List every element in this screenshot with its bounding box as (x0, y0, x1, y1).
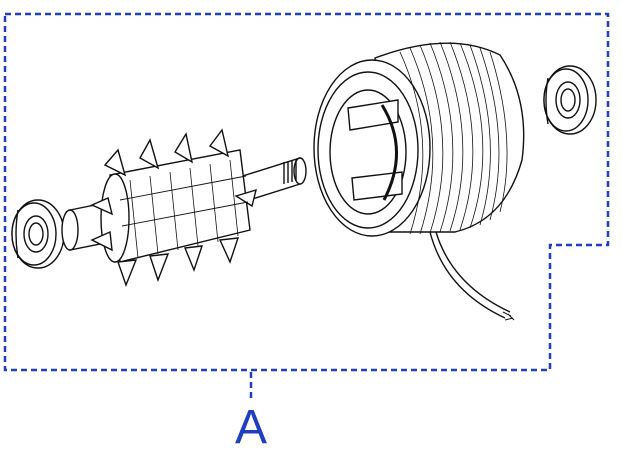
left-bearing-icon (11, 199, 65, 269)
lead-wires-icon (429, 231, 515, 321)
right-bearing-icon (543, 65, 597, 135)
callout-label: A (234, 401, 267, 454)
rotor-icon (61, 128, 307, 287)
assembly-outline (3, 12, 610, 372)
stator-icon (313, 41, 525, 237)
